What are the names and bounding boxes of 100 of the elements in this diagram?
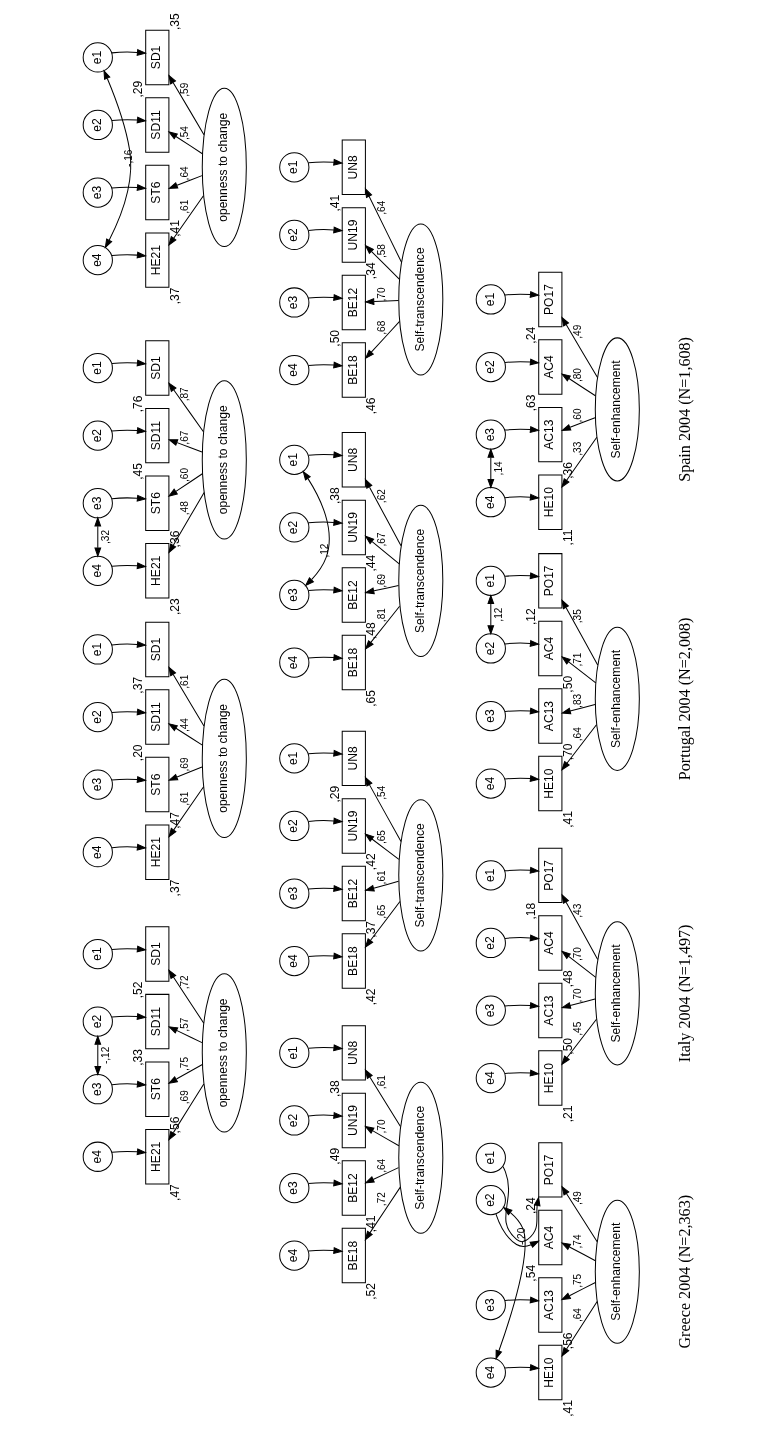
node-label: ,29	[327, 785, 342, 803]
node-box: AC13	[538, 982, 563, 1039]
arrow	[111, 1148, 147, 1156]
arrow	[111, 776, 147, 784]
arrow	[504, 572, 541, 580]
arrow	[308, 226, 344, 234]
arrow	[308, 451, 344, 459]
node-circle: e3	[82, 1074, 113, 1105]
arrow	[561, 436, 598, 489]
arrow	[308, 1044, 344, 1052]
edge-label: ,61	[179, 791, 191, 806]
node-label: ,49	[327, 1147, 342, 1165]
edge-label: ,65	[375, 904, 387, 919]
node-label: ,42	[364, 853, 379, 871]
node-box: PO17	[538, 1142, 563, 1198]
node-box: SD1	[145, 29, 170, 86]
node-circle: e1	[279, 743, 310, 774]
node-ellipse: openness to change	[201, 87, 247, 247]
arrow	[561, 893, 599, 961]
node-label: ,56	[167, 1116, 182, 1134]
edge-label: ,70	[375, 287, 387, 302]
arrow	[168, 195, 204, 247]
edge-label: ,71	[572, 652, 584, 667]
arrow	[364, 244, 400, 280]
arrow	[167, 723, 203, 746]
arrow	[111, 843, 147, 851]
arrow	[308, 361, 344, 369]
edge-label: ,64	[375, 1158, 387, 1173]
node-box: SD1	[145, 621, 170, 678]
node-label: ,36	[560, 462, 575, 479]
edge-label: ,67	[375, 532, 387, 547]
node-circle: e4	[82, 555, 113, 586]
node-circle: e1	[82, 634, 113, 665]
node-circle: e1	[82, 42, 113, 73]
node-box: SD11	[145, 97, 170, 153]
arrow	[364, 320, 401, 360]
node-box: SD11	[145, 993, 170, 1050]
arrow	[308, 952, 344, 960]
node-ellipse: openness to change	[201, 380, 247, 540]
node-box: BE18	[341, 634, 366, 691]
node-box: SD1	[145, 926, 170, 982]
node-label: ,47	[167, 811, 182, 829]
node-label: ,37	[167, 879, 182, 897]
node-box: UN8	[341, 1025, 366, 1081]
arrow	[560, 373, 596, 397]
arrow	[364, 1125, 400, 1147]
edge-label: ,69	[179, 1090, 191, 1105]
arrow	[364, 584, 400, 595]
node-label: ,37	[167, 287, 182, 305]
node-box: BE12	[341, 1160, 366, 1216]
node-circle: e4	[279, 647, 310, 678]
node-box: UN8	[341, 730, 366, 787]
edge-label: -,20	[515, 1227, 527, 1246]
node-label: ,20	[131, 744, 146, 762]
edge-label: ,49	[572, 1191, 584, 1206]
node-circle: e3	[475, 419, 506, 450]
arrow	[364, 478, 402, 547]
node-label: ,38	[327, 1080, 342, 1098]
node-label: ,37	[364, 920, 379, 938]
arrow	[504, 934, 541, 942]
node-label: ,38	[327, 487, 342, 505]
node-ellipse: Self-transcendence	[398, 504, 444, 657]
node-ellipse: openness to change	[201, 973, 247, 1133]
arrow	[94, 516, 102, 558]
node-box: UN8	[341, 139, 366, 196]
arrow	[504, 358, 541, 366]
arrow	[561, 316, 598, 379]
node-label: ,41	[364, 1215, 379, 1233]
node-circle: e4	[82, 1141, 113, 1172]
arrow	[560, 998, 596, 1009]
node-label: ,46	[364, 397, 379, 415]
node-box: ST6	[145, 164, 170, 221]
node-circle: e1	[82, 352, 113, 384]
node-box: PO17	[538, 271, 563, 328]
edge-label: ,81	[375, 608, 387, 623]
arrow	[308, 817, 344, 825]
node-circle: e4	[82, 245, 113, 276]
edge-label: ,72	[375, 1192, 387, 1207]
node-box: AC4	[538, 339, 563, 395]
edge-label: ,61	[375, 870, 387, 885]
node-box: UN19	[341, 207, 366, 263]
node-box: ST6	[145, 475, 170, 531]
node-label: ,42	[364, 988, 379, 1006]
node-label: ,37	[131, 676, 146, 694]
arrow	[308, 586, 344, 594]
edge-label: ,65	[375, 830, 387, 845]
node-circle: e2	[475, 351, 506, 383]
node-box: ST6	[145, 1061, 170, 1117]
arrow	[302, 470, 330, 587]
arrow	[487, 593, 495, 636]
node-circle: e3	[82, 488, 113, 519]
node-circle: e4	[279, 945, 310, 977]
node-ellipse: Self-enhancement	[594, 626, 640, 771]
edge-label: ,87	[179, 387, 191, 402]
edge-label: ,45	[572, 1021, 584, 1036]
edge-label: ,74	[572, 1234, 584, 1249]
arrow	[111, 640, 147, 648]
edge-label: ,57	[179, 1017, 191, 1032]
node-circle: e4	[475, 1357, 506, 1388]
arrow	[504, 290, 541, 298]
